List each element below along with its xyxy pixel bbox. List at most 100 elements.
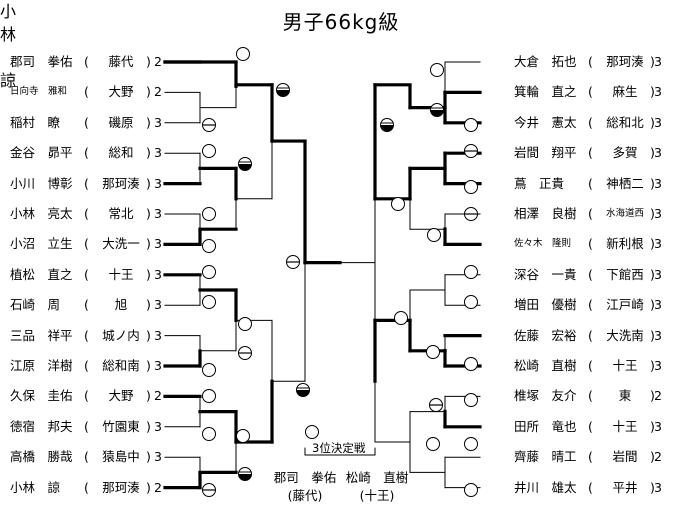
win-by-decision-icon: [202, 483, 216, 497]
entry-grade: 3: [654, 145, 662, 161]
entry-name: 植松 直之: [10, 266, 73, 282]
left-entry-row: 小沼 立生(大洗一)3: [8, 235, 168, 253]
close-paren: ): [650, 358, 655, 373]
open-paren: (: [588, 388, 593, 404]
open-paren: (: [588, 358, 593, 373]
entry-name: 井川 雄太: [514, 479, 577, 495]
close-paren: ): [650, 175, 655, 191]
open-paren: (: [84, 54, 89, 69]
close-paren: ): [650, 206, 655, 221]
win-by-ippon-icon: [296, 383, 310, 397]
entry-name: 小林 諒: [10, 479, 61, 495]
entry-grade: 2: [154, 54, 162, 69]
entry-team: 江戸崎: [606, 297, 644, 313]
entry-name: 佐々木 隆則: [514, 238, 572, 250]
win-by-decision-icon: [464, 207, 478, 221]
entry-team: 総和北: [606, 114, 644, 130]
open-paren: (: [84, 418, 89, 434]
entry-team: 城ノ内: [102, 327, 140, 343]
open-paren: (: [588, 145, 593, 161]
left-entry-row: 徳宿 邦夫(竹園東)3: [8, 418, 168, 436]
open-paren: (: [84, 327, 89, 343]
open-paren: (: [84, 297, 89, 313]
close-paren: ): [146, 327, 151, 343]
entry-grade: 3: [654, 114, 662, 130]
close-paren: ): [650, 388, 655, 404]
left-entry-row: 小川 博彰(那珂湊)3: [8, 175, 168, 193]
left-entry-row: 高橋 勝哉(猿島中)3: [8, 448, 168, 466]
entry-team: 新利根: [606, 236, 644, 252]
third-place-label: 3位決定戦: [312, 441, 366, 455]
close-paren: ): [146, 358, 151, 373]
champion-name: 小林諒: [0, 0, 682, 92]
win-mark-icon: [430, 63, 444, 77]
close-paren: ): [146, 145, 151, 161]
entry-name: 石崎 周: [10, 297, 61, 313]
right-entry-row: 佐々木 隆則(新利根)3: [512, 235, 672, 253]
open-paren: (: [84, 114, 89, 130]
entry-grade: 3: [654, 266, 662, 282]
win-mark-icon: [464, 180, 478, 194]
open-paren: (: [588, 236, 593, 252]
left-entry-row: 三品 祥平(城ノ内)3: [8, 327, 168, 345]
third-place-right-team: (十王): [359, 488, 395, 503]
entry-name: 稲村 瞭: [10, 114, 61, 130]
win-mark-icon: [426, 437, 440, 451]
win-mark-icon: [394, 311, 408, 325]
entry-team: 竹園東: [102, 418, 140, 434]
entry-team: 磯原: [108, 114, 134, 130]
entry-team: 猿島中: [102, 449, 140, 465]
entry-grade: 3: [654, 206, 662, 221]
left-entry-row: 小林 諒(那珂湊)2: [8, 479, 168, 497]
right-entry-row: 岩間 翔平(多賀)3: [512, 144, 672, 162]
entry-team: 下館西: [606, 266, 644, 282]
entry-grade: 3: [154, 418, 162, 434]
open-paren: (: [588, 54, 593, 69]
open-paren: (: [84, 206, 89, 221]
entry-name: 増田 優樹: [514, 297, 577, 313]
left-entry-row: 久保 圭佑(大野)2: [8, 387, 168, 405]
entry-grade: 3: [154, 297, 162, 313]
win-mark-icon: [202, 265, 216, 279]
page-title: 男子66kg級: [282, 10, 400, 34]
win-mark-icon: [202, 295, 216, 309]
entry-name: 田所 竜也: [514, 418, 577, 434]
entry-name: 今井 憲太: [514, 114, 577, 130]
win-mark-icon: [238, 317, 252, 331]
open-paren: (: [588, 418, 593, 434]
open-paren: (: [588, 84, 593, 100]
win-mark-icon: [236, 47, 250, 61]
entry-team: 十王: [108, 266, 134, 282]
win-mark-icon: [391, 197, 405, 211]
open-paren: (: [84, 175, 89, 191]
entry-team: 神栖二: [606, 175, 644, 191]
open-paren: (: [588, 206, 593, 221]
entry-name: 江原 洋樹: [10, 358, 73, 373]
entry-grade: 3: [654, 327, 662, 343]
win-mark-icon: [464, 437, 478, 451]
open-paren: (: [84, 388, 89, 404]
entry-name: 三品 祥平: [10, 327, 73, 343]
entry-team: 十王: [612, 418, 638, 434]
entry-grade: 2: [154, 84, 162, 100]
close-paren: ): [146, 388, 151, 404]
open-paren: (: [84, 358, 89, 373]
win-mark-icon: [202, 427, 216, 441]
entry-team: 常北: [108, 206, 134, 221]
right-entry-row: 佐藤 宏裕(大洗南)3: [512, 327, 672, 345]
left-entry-row: 石崎 周(旭)3: [8, 296, 168, 314]
entry-team: 平井: [612, 479, 638, 495]
entry-name: 齊藤 晴工: [514, 449, 577, 465]
close-paren: ): [650, 236, 655, 252]
entry-name: 金谷 昴平: [10, 145, 73, 161]
third-place-left-name: 郡司 拳佑: [273, 470, 337, 485]
entry-name: 久保 圭佑: [10, 388, 73, 404]
close-paren: ): [650, 145, 655, 161]
win-mark-icon: [305, 425, 319, 439]
entry-grade: 3: [654, 297, 662, 313]
left-entry-row: 日向寺 雅和(大野)2: [8, 83, 168, 101]
close-paren: ): [146, 479, 151, 495]
win-by-ippon-icon: [276, 83, 290, 97]
